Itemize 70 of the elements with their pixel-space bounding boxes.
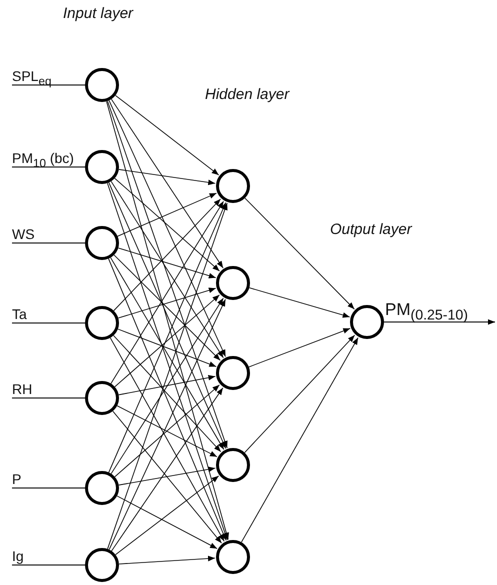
input-label: SPL$_{eq}$: [12, 68, 52, 85]
arrow: [114, 178, 220, 272]
input-line: [12, 322, 85, 324]
output-label: PM$_{(0.25-10)}$: [385, 301, 468, 324]
input-label: RH: [12, 381, 32, 398]
arrow: [108, 182, 226, 449]
arrow: [248, 328, 351, 368]
arrow: [110, 200, 224, 384]
arrow: [118, 556, 216, 564]
arrow: [118, 288, 216, 318]
arrow: [108, 202, 226, 473]
neuron-circle: [85, 381, 119, 415]
input-line: [12, 84, 85, 86]
arrow: [110, 337, 225, 542]
arrow: [241, 337, 358, 543]
arrow: [113, 335, 222, 452]
neuron-circle: [216, 356, 250, 390]
input-line: [12, 564, 85, 566]
neuron-circle: [350, 305, 384, 339]
input-line: [12, 242, 85, 244]
neuron-circle: [85, 471, 119, 505]
neuron-circle: [85, 68, 119, 102]
arrow: [110, 257, 224, 450]
arrow: [112, 410, 222, 544]
arrow: [116, 496, 218, 549]
arrow: [118, 374, 216, 396]
arrow: [115, 94, 220, 176]
neuron-circle: [216, 169, 250, 203]
arrow: [110, 180, 224, 358]
arrow: [111, 387, 224, 552]
arrow: [113, 198, 221, 312]
arrow: [244, 198, 355, 310]
arrow: [114, 294, 220, 388]
input-line: [12, 166, 85, 168]
arrow: [114, 384, 220, 478]
arrow: [118, 248, 216, 278]
input-label: PM$_{10}$ (bc): [12, 150, 74, 167]
arrow: [117, 192, 217, 237]
arrow: [108, 298, 226, 550]
arrow: [108, 258, 226, 541]
neuron-circle: [216, 448, 250, 482]
layer-title: Hidden layer: [205, 86, 290, 103]
neuron-circle: [216, 540, 250, 574]
arrow: [115, 476, 220, 556]
arrow: [110, 298, 224, 474]
arrow: [116, 405, 218, 458]
neuron-circle: [85, 226, 119, 260]
arrow: [244, 334, 356, 453]
neuron-circle: [85, 548, 119, 582]
input-line: [384, 319, 495, 325]
input-label: Ig: [12, 548, 24, 565]
arrow: [118, 169, 216, 186]
arrow: [118, 466, 216, 486]
layer-title: Output layer: [330, 221, 412, 238]
arrow: [248, 287, 350, 318]
arrow: [107, 100, 228, 448]
arrow: [114, 254, 221, 361]
arrow: [110, 98, 224, 268]
neuron-circle: [216, 266, 250, 300]
neuron-circle: [85, 306, 119, 340]
input-label: Ta: [12, 306, 27, 323]
neuron-circle: [85, 150, 119, 184]
input-line: [12, 397, 85, 399]
arrow: [117, 328, 217, 367]
layer-title: Input layer: [63, 5, 134, 22]
arrow: [106, 100, 229, 540]
input-label: WS: [12, 226, 35, 243]
input-label: P: [12, 471, 22, 488]
input-line: [12, 487, 85, 489]
arrow: [108, 100, 226, 358]
